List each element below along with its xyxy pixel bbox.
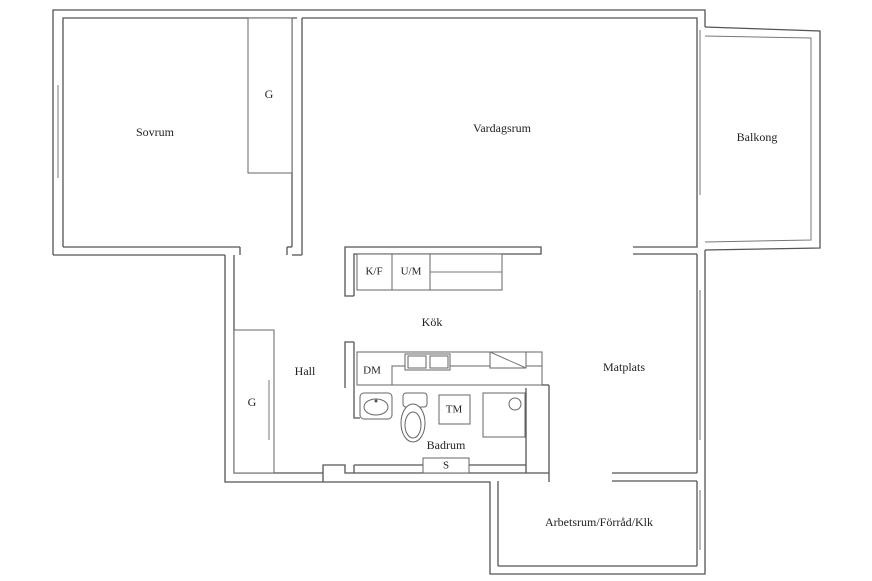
room-label-garderob-sovrum: G (265, 87, 274, 101)
fixture-label-s: S (443, 460, 449, 472)
bedroom-wardrobe (247, 17, 293, 174)
windows (57, 30, 701, 550)
hall-wardrobe (233, 329, 275, 474)
room-label-hall: Hall (295, 364, 316, 378)
fixture-label-dm: DM (363, 365, 381, 377)
bathroom-fixtures (359, 392, 526, 474)
room-label-arbetsrum: Arbetsrum/Förråd/Klk (545, 515, 653, 529)
room-label-kok: Kök (422, 315, 443, 329)
fixture-label-um: U/M (401, 266, 422, 278)
room-label-garderob-hall: G (248, 395, 257, 409)
room-label-vardagsrum: Vardagsrum (473, 121, 532, 135)
room-label-badrum: Badrum (427, 438, 466, 452)
fixture-label-kf: K/F (365, 266, 382, 278)
kitchen-counter-bottom (344, 341, 543, 388)
room-label-sovrum: Sovrum (136, 125, 175, 139)
room-label-matplats: Matplats (603, 360, 645, 374)
kitchen-counter-top (344, 246, 542, 297)
outer-walls (52, 9, 706, 575)
room-label-balkong: Balkong (737, 130, 778, 144)
fixture-label-tm: TM (446, 404, 463, 416)
balcony (704, 26, 821, 251)
